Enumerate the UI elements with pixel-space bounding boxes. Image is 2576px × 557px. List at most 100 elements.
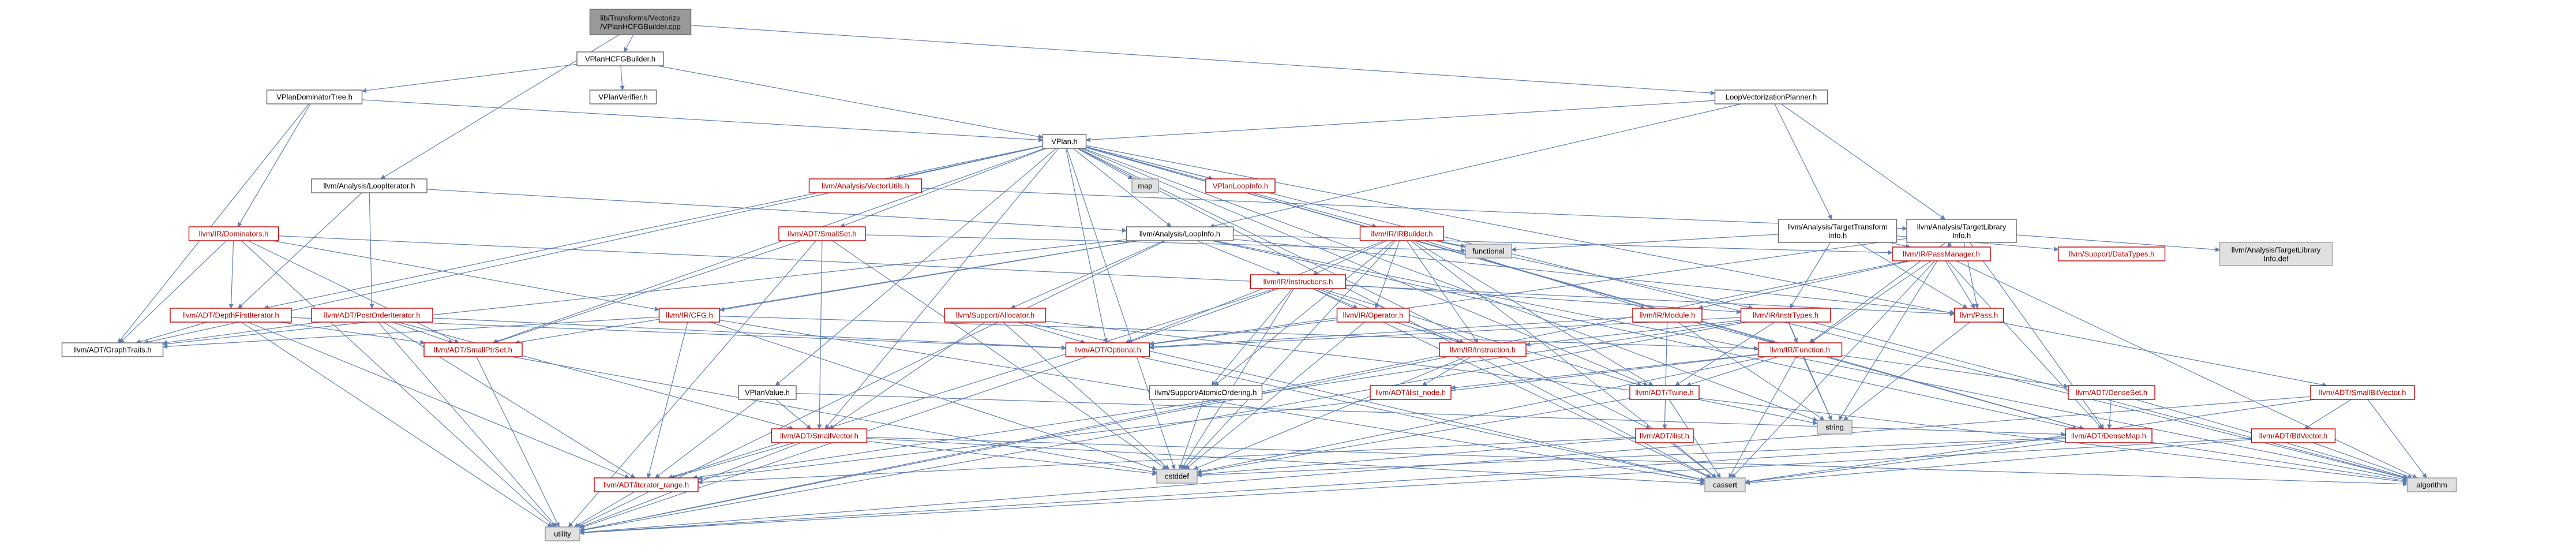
node-label: utility bbox=[554, 530, 571, 539]
edge-lvp-to-tli bbox=[1780, 103, 1946, 220]
edge-loopiter-to-dfiter bbox=[238, 192, 362, 309]
edge-irbuilder-to-functional bbox=[1436, 240, 1466, 248]
node-smallvector[interactable]: llvm/ADT/SmallVector.h bbox=[771, 428, 868, 443]
node-function[interactable]: llvm/IR/Function.h bbox=[1757, 342, 1843, 357]
node-label: cassert bbox=[1713, 481, 1737, 489]
node-vpvalue[interactable]: VPlanValue.h bbox=[738, 385, 797, 400]
node-pass[interactable]: llvm/Pass.h bbox=[1953, 308, 2004, 323]
edge-irbuilder-to-operator bbox=[1374, 240, 1400, 309]
node-algorithm[interactable]: algorithm bbox=[2406, 477, 2457, 492]
edge-poiter-to-smallvector bbox=[398, 322, 794, 431]
edge-cfg-to-graphtraits bbox=[162, 316, 659, 349]
edge-bitvector-to-algorithm bbox=[2312, 442, 2413, 479]
node-allocator[interactable]: llvm/Support/Allocator.h bbox=[944, 308, 1047, 323]
node-vphcfg[interactable]: VPlanHCFGBuilder.h bbox=[576, 51, 664, 66]
node-ilistnode[interactable]: llvm/ADT/ilist_node.h bbox=[1370, 385, 1452, 400]
node-vectorutils[interactable]: llvm/Analysis/VectorUtils.h bbox=[808, 178, 923, 193]
node-atomicordering[interactable]: llvm/Support/AtomicOrdering.h bbox=[1149, 385, 1263, 400]
node-root[interactable]: lib/Transforms/Vectorize/VPlanHCFGBuilde… bbox=[589, 9, 692, 35]
edge-smallvector-to-iterrange bbox=[670, 442, 795, 479]
node-vplan[interactable]: VPlan.h bbox=[1042, 134, 1087, 149]
edge-twine-to-cstddef bbox=[1197, 398, 1630, 474]
edge-function-to-string bbox=[1802, 356, 1832, 421]
edge-passmanager-to-algorithm bbox=[1956, 260, 2418, 479]
node-vpdomtree[interactable]: VPlanDominatorTree.h bbox=[266, 89, 363, 104]
node-ilist[interactable]: llvm/ADT/ilist.h bbox=[1635, 428, 1694, 443]
edge-operator-to-instruction bbox=[1394, 322, 1461, 344]
edge-lvp-to-vplan bbox=[1085, 100, 1715, 143]
node-instruction[interactable]: llvm/IR/Instruction.h bbox=[1439, 342, 1527, 357]
node-cfg[interactable]: llvm/IR/CFG.h bbox=[658, 308, 721, 323]
node-module[interactable]: llvm/IR/Module.h bbox=[1632, 308, 1703, 323]
node-optional[interactable]: llvm/ADT/Optional.h bbox=[1065, 342, 1150, 357]
node-vpverifier[interactable]: VPlanVerifier.h bbox=[589, 89, 657, 104]
node-iterrange[interactable]: llvm/ADT/iterator_range.h bbox=[594, 477, 699, 492]
node-instructions[interactable]: llvm/IR/Instructions.h bbox=[1250, 274, 1347, 289]
node-datatypes[interactable]: llvm/Support/DataTypes.h bbox=[2057, 246, 2166, 261]
edge-poiter-to-graphtraits bbox=[162, 322, 321, 345]
node-graphtraits[interactable]: llvm/ADT/GraphTraits.h bbox=[61, 342, 164, 357]
node-operator[interactable]: llvm/IR/Operator.h bbox=[1336, 308, 1410, 323]
node-map[interactable]: map bbox=[1131, 178, 1159, 193]
edge-cfg-to-function bbox=[719, 316, 1759, 351]
node-vplooinfo[interactable]: VPlanLoopInfo.h bbox=[1205, 178, 1276, 193]
node-loopiter[interactable]: llvm/Analysis/LoopIterator.h bbox=[311, 178, 428, 193]
edge-module-to-optional bbox=[1149, 317, 1633, 350]
node-label: VPlan.h bbox=[1051, 137, 1078, 146]
edge-vplan-to-smallvector bbox=[824, 148, 1059, 429]
edge-smallvector-to-algorithm bbox=[867, 436, 2408, 487]
node-label: llvm/ADT/SmallBitVector.h bbox=[2319, 388, 2406, 397]
edge-allocator-to-algorithm bbox=[1045, 320, 2408, 484]
node-loopinfo[interactable]: llvm/Analysis/LoopInfo.h bbox=[1126, 226, 1234, 241]
node-poiter[interactable]: llvm/ADT/PostOrderIterator.h bbox=[311, 308, 433, 323]
node-utility[interactable]: utility bbox=[545, 526, 580, 541]
node-dfiter[interactable]: llvm/ADT/DepthFirstIterator.h bbox=[170, 308, 292, 323]
edge-tti-to-functional bbox=[1511, 234, 1779, 252]
edge-ilist-to-cassert bbox=[1673, 442, 1717, 479]
node-smallset[interactable]: llvm/ADT/SmallSet.h bbox=[778, 226, 866, 241]
edge-vplan-to-string bbox=[1083, 148, 1818, 422]
edge-iterrange-to-utility bbox=[573, 491, 635, 528]
node-smallbitvector[interactable]: llvm/ADT/SmallBitVector.h bbox=[2310, 385, 2415, 400]
edge-vplan-to-smallptrset bbox=[492, 148, 1045, 344]
node-string[interactable]: string bbox=[1817, 420, 1853, 435]
node-insttypes[interactable]: llvm/IR/InstrTypes.h bbox=[1740, 308, 1831, 323]
node-functional[interactable]: functional bbox=[1465, 244, 1512, 259]
node-irbuilder[interactable]: llvm/IR/IRBuilder.h bbox=[1359, 226, 1445, 241]
node-label: llvm/IR/IRBuilder.h bbox=[1371, 230, 1433, 238]
edge-dfiter-to-graphtraits bbox=[136, 322, 208, 344]
edge-function-to-denseset bbox=[1842, 355, 2069, 388]
node-label: llvm/Analysis/VectorUtils.h bbox=[822, 182, 909, 190]
edge-function-to-iterrange bbox=[698, 354, 1758, 481]
node-lvp[interactable]: LoopVectorizationPlanner.h bbox=[1714, 89, 1828, 104]
edge-vplan-to-optional bbox=[1065, 148, 1108, 343]
node-label: llvm/ADT/ilist.h bbox=[1640, 432, 1689, 440]
edge-instructions-to-twine bbox=[1321, 288, 1643, 387]
edge-instructions-to-atomicordering bbox=[1211, 288, 1293, 386]
node-label: VPlanVerifier.h bbox=[598, 93, 647, 102]
edge-root-to-vphcfg bbox=[624, 34, 634, 53]
edge-loopinfo-to-cfg bbox=[719, 240, 1138, 312]
edge-instructions-to-iterrange bbox=[668, 288, 1276, 479]
edge-densemap-to-cstddef bbox=[1197, 437, 2066, 478]
node-bitvector[interactable]: llvm/ADT/BitVector.h bbox=[2251, 428, 2336, 443]
node-denseset[interactable]: llvm/ADT/DenseSet.h bbox=[2068, 385, 2155, 400]
node-smallptrset[interactable]: llvm/ADT/SmallPtrSet.h bbox=[423, 342, 523, 357]
node-twine[interactable]: llvm/ADT/Twine.h bbox=[1629, 385, 1700, 400]
node-dominators[interactable]: llvm/IR/Dominators.h bbox=[188, 226, 279, 241]
edge-denseset-to-densemap bbox=[2107, 399, 2112, 429]
edge-smallvector-to-cstddef bbox=[867, 440, 1157, 476]
node-densemap[interactable]: llvm/ADT/DenseMap.h bbox=[2065, 428, 2153, 443]
node-cassert[interactable]: cassert bbox=[1704, 477, 1746, 492]
node-label: llvm/ADT/ilist_node.h bbox=[1375, 388, 1446, 397]
node-label: llvm/ADT/SmallSet.h bbox=[788, 230, 856, 238]
edge-lvp-to-tti bbox=[1774, 103, 1832, 220]
node-cstddef[interactable]: cstddef bbox=[1156, 469, 1198, 484]
node-passmanager[interactable]: llvm/IR/PassManager.h bbox=[1892, 246, 1991, 261]
node-label: VPlanLoopInfo.h bbox=[1213, 182, 1268, 190]
edge-irbuilder-to-instructions bbox=[1313, 240, 1388, 275]
